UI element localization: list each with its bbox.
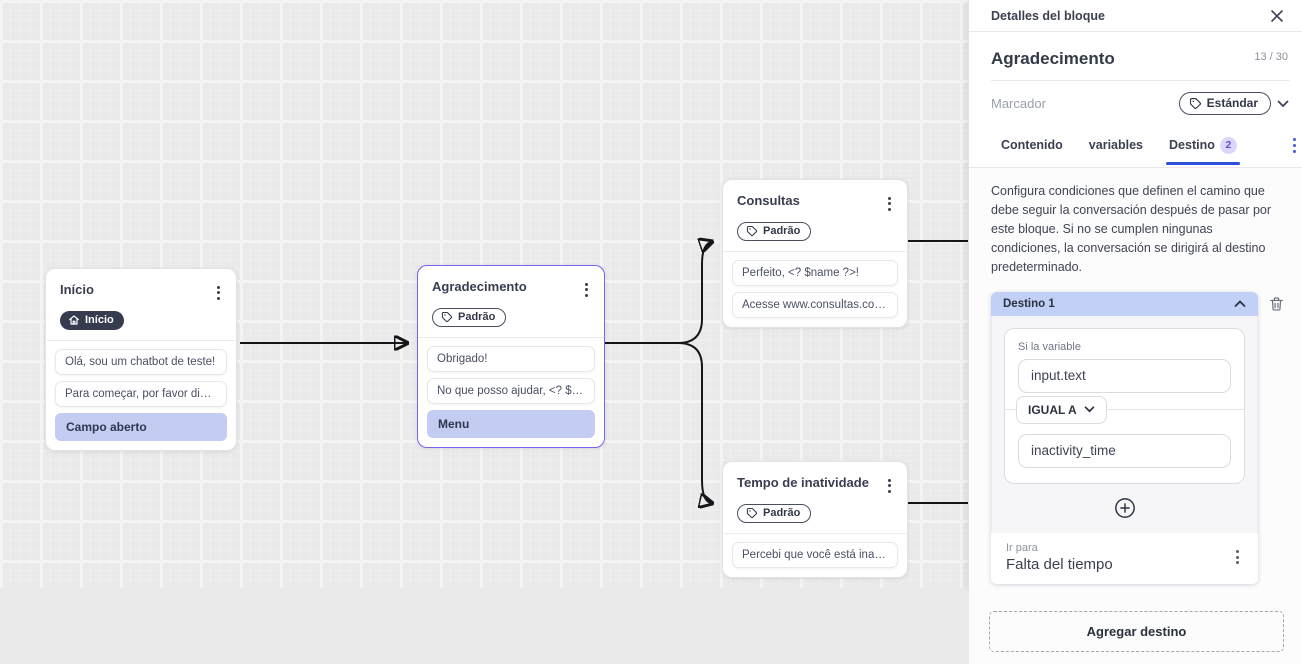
node-type-badge: Padrão xyxy=(432,308,507,327)
destination-card-header[interactable]: Destino 1 xyxy=(991,291,1258,316)
destination-card: Destino 1 Si la variable IGUAL A xyxy=(991,291,1258,584)
node-title: Agradecimento xyxy=(432,279,527,294)
chevron-down-icon xyxy=(1084,406,1095,413)
node-type-badge-label: Padrão xyxy=(763,225,801,237)
edge-agradecimento-consultas[interactable] xyxy=(604,242,711,344)
node-row-action[interactable]: Campo aberto xyxy=(55,413,227,441)
chevron-up-icon[interactable] xyxy=(1234,299,1246,308)
tag-icon xyxy=(746,507,758,519)
node-title: Tempo de inatividade xyxy=(737,475,869,490)
edge-agradecimento-tempo[interactable] xyxy=(604,342,711,503)
destination-title: Destino 1 xyxy=(1003,297,1055,310)
tag-icon xyxy=(746,225,758,237)
divider: IGUAL A xyxy=(1005,395,1244,424)
marker-value-pill[interactable]: Estándar xyxy=(1178,92,1271,115)
tab-contenido[interactable]: Contenido xyxy=(1001,138,1063,153)
node-type-badge: Padrão xyxy=(737,504,812,523)
node-menu-icon[interactable] xyxy=(884,193,895,214)
node-type-badge: Início xyxy=(60,311,124,330)
divider xyxy=(46,340,236,341)
flow-node-consultas[interactable]: Consultas Padrão Perfeito, <? $name ?>! … xyxy=(722,179,908,328)
tag-icon xyxy=(1189,97,1202,110)
node-row-message[interactable]: No que posso ajudar, <? $name ... xyxy=(427,378,595,404)
condition-operator-select[interactable]: IGUAL A xyxy=(1016,395,1107,424)
node-type-badge-label: Padrão xyxy=(763,507,801,519)
node-row-message[interactable]: Perfeito, <? $name ?>! xyxy=(732,260,898,286)
home-icon xyxy=(68,314,80,326)
trash-icon[interactable] xyxy=(1268,295,1285,313)
marker-value-label: Estándar xyxy=(1206,96,1258,110)
node-title: Início xyxy=(60,282,94,297)
add-condition-button[interactable] xyxy=(1114,497,1136,519)
tab-destino[interactable]: Destino 2 xyxy=(1166,136,1240,165)
add-destination-button[interactable]: Agregar destino xyxy=(989,610,1284,652)
node-row-message[interactable]: Acesse www.consultas.com par... xyxy=(732,292,898,318)
chevron-down-icon[interactable] xyxy=(1277,100,1289,108)
node-menu-icon[interactable] xyxy=(581,279,592,300)
flow-edges xyxy=(240,0,975,588)
go-to-label: Ir para xyxy=(1006,541,1038,554)
close-icon[interactable] xyxy=(1268,7,1286,25)
tab-overflow-menu-icon[interactable] xyxy=(1289,134,1301,157)
node-row-message[interactable]: Obrigado! xyxy=(427,346,595,372)
condition-operator-label: IGUAL A xyxy=(1028,402,1077,417)
marker-label: Marcador xyxy=(991,96,1046,111)
flow-node-agradecimento[interactable]: Agradecimento Padrão Obrigado! No que po… xyxy=(417,265,605,448)
node-row-action[interactable]: Menu xyxy=(427,410,595,438)
node-row-message[interactable]: Olá, sou um chatbot de teste! xyxy=(55,349,227,375)
go-to-value[interactable]: Falta del tiempo xyxy=(1006,555,1113,573)
node-type-badge-label: Padrão xyxy=(458,311,496,323)
divider xyxy=(991,80,1290,81)
node-row-message[interactable]: Percebi que você está inativo. C... xyxy=(732,542,898,568)
tab-destino-badge: 2 xyxy=(1219,136,1237,154)
char-counter: 13 / 30 xyxy=(1254,51,1288,63)
tag-icon xyxy=(441,311,453,323)
divider xyxy=(723,251,907,252)
node-menu-icon[interactable] xyxy=(884,475,895,496)
condition-value-input[interactable] xyxy=(1018,433,1231,468)
plus-circle-icon xyxy=(1114,497,1136,522)
divider xyxy=(723,533,907,534)
flow-node-tempo-inatividade[interactable]: Tempo de inatividade Padrão Percebi que … xyxy=(722,461,908,578)
node-row-message[interactable]: Para começar, por favor digite o ... xyxy=(55,381,227,407)
condition-box: Si la variable IGUAL A xyxy=(1004,327,1245,484)
go-to-menu-icon[interactable] xyxy=(1232,547,1243,568)
tab-destino-label: Destino xyxy=(1169,138,1215,153)
flow-node-inicio[interactable]: Início Início Olá, sou um chatbot de tes… xyxy=(45,268,237,451)
condition-variable-label: Si la variable xyxy=(1018,340,1081,353)
condition-variable-input[interactable] xyxy=(1018,358,1231,393)
divider xyxy=(418,337,604,338)
destination-description: Configura condiciones que definen el cam… xyxy=(991,183,1272,274)
node-title: Consultas xyxy=(737,193,800,208)
panel-title: Detalles del bloque xyxy=(991,9,1105,23)
node-menu-icon[interactable] xyxy=(213,282,224,303)
details-panel: Detalles del bloque Agradecimento 13 / 3… xyxy=(968,0,1302,664)
block-name[interactable]: Agradecimento xyxy=(991,49,1115,68)
node-type-badge-label: Início xyxy=(85,314,114,326)
node-type-badge: Padrão xyxy=(737,222,812,241)
tab-variables[interactable]: variables xyxy=(1088,138,1144,153)
